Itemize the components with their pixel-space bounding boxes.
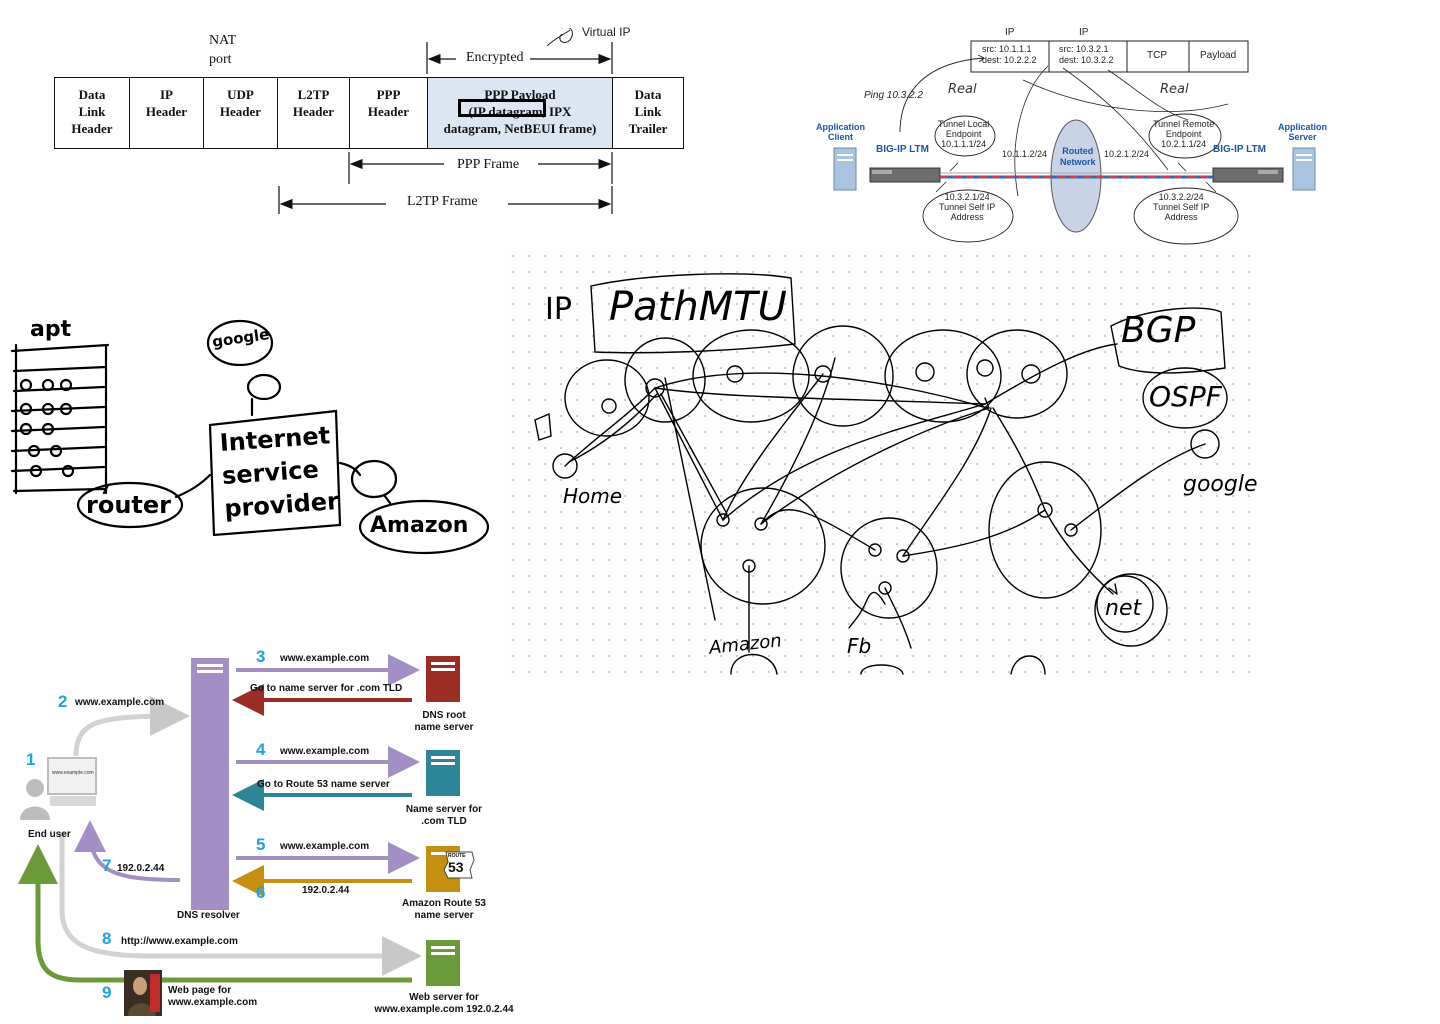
step-2-text: www.example.com bbox=[75, 697, 165, 708]
step-3-number: 3 bbox=[256, 647, 266, 666]
packet-payload-cell: Payload bbox=[1200, 50, 1237, 61]
port-label: port bbox=[209, 52, 232, 67]
tld-server-label: Name server for.com TLD bbox=[405, 804, 483, 827]
l2tp-arrows bbox=[278, 28, 613, 214]
l2tp-frame-label: L2TP Frame bbox=[404, 194, 481, 210]
ping-curve bbox=[899, 57, 985, 133]
step-4-number: 4 bbox=[256, 740, 266, 759]
fb-label: Fb bbox=[847, 634, 872, 658]
google-node-label: google bbox=[1183, 472, 1258, 497]
step-6-text: 192.0.2.44 bbox=[302, 885, 350, 896]
end-user-label: End user bbox=[28, 829, 71, 840]
isp-sketch-strokes bbox=[10, 319, 490, 555]
bigip-graphics bbox=[833, 40, 1316, 245]
pathmtu-label: PathMTU bbox=[609, 284, 787, 330]
arrow-step-7 bbox=[74, 820, 181, 882]
arrow-step-2 bbox=[73, 696, 190, 757]
step-8-text: http://www.example.com bbox=[121, 936, 238, 947]
encrypted-label: Encrypted bbox=[464, 50, 526, 66]
root-reply-text: Go to name server for .com TLD bbox=[250, 683, 403, 694]
ltm-right-label: BIG-IP LTM bbox=[1213, 144, 1266, 155]
ospf-label: OSPF bbox=[1149, 380, 1222, 413]
dns-resolver-column bbox=[191, 658, 229, 910]
virtual-ip-scribble bbox=[546, 28, 573, 47]
nat-label: NAT bbox=[209, 33, 237, 48]
pathmtu-sketch: IP PathMTU BGP OSPF Home google Amazon F… bbox=[505, 248, 1258, 678]
amazon-label: Amazon bbox=[370, 513, 469, 538]
arrow-step-9 bbox=[17, 844, 412, 983]
route53-badge bbox=[443, 851, 475, 879]
handwritten-note-right: Real bbox=[1160, 82, 1189, 97]
net-label: net bbox=[1105, 596, 1142, 621]
step-7-text: 192.0.2.44 bbox=[117, 863, 165, 874]
addr-left-label: 10.1.1.2/24 bbox=[1002, 149, 1048, 159]
home-label: Home bbox=[563, 484, 623, 508]
dns-graphics bbox=[17, 654, 475, 1016]
dns-resolution-diagram: 1 2 www.example.com 3 www.example.com Go… bbox=[0, 640, 540, 1024]
route53-badge-top: ROUTE bbox=[448, 853, 466, 859]
monitor-screen-text: www.example.com bbox=[52, 770, 94, 776]
packet-ip-header-2: IP bbox=[1079, 27, 1089, 38]
ppp-frame-label: PPP Frame bbox=[454, 157, 523, 173]
addr-right-label: 10.2.1.2/24 bbox=[1104, 149, 1150, 159]
ltm-left-label: BIG-IP LTM bbox=[876, 144, 929, 155]
step-1-number: 1 bbox=[26, 750, 36, 769]
ping-label: Ping 10.3.2.2 bbox=[864, 90, 923, 101]
end-user-body bbox=[20, 806, 50, 820]
apt-label: apt bbox=[30, 317, 72, 342]
step-2-number: 2 bbox=[58, 692, 68, 711]
step-9-number: 9 bbox=[102, 983, 112, 1002]
bgp-label: BGP bbox=[1121, 310, 1196, 351]
end-user-monitor bbox=[47, 757, 97, 795]
virtual-ip-label: Virtual IP bbox=[582, 25, 631, 39]
step-5-text: www.example.com bbox=[280, 841, 370, 852]
ip-datagram-highlight-box bbox=[458, 99, 546, 117]
dns-resolver-label: DNS resolver bbox=[177, 910, 240, 921]
arrow-step-8 bbox=[59, 832, 422, 976]
router-label: router bbox=[86, 491, 171, 519]
handwritten-note-left: Real bbox=[948, 82, 977, 97]
client-server-icon bbox=[833, 147, 857, 191]
step-8-number: 8 bbox=[102, 929, 112, 948]
step-7-number: 7 bbox=[102, 856, 112, 875]
packet-ip-header-1: IP bbox=[1005, 27, 1015, 38]
pathmtu-strokes bbox=[534, 273, 1228, 675]
packet-tcp-cell: TCP bbox=[1147, 50, 1167, 61]
step-5-number: 5 bbox=[256, 835, 266, 854]
end-user-head bbox=[26, 779, 44, 797]
step-6-number: 6 bbox=[256, 883, 266, 902]
route53-badge-number: 53 bbox=[448, 859, 464, 875]
app-server-icon bbox=[1292, 147, 1316, 191]
step-3-text: www.example.com bbox=[280, 653, 370, 664]
step-4-text: www.example.com bbox=[280, 746, 370, 757]
ppp-payload-cell: PPP Payload (IP datagram, IPX datagram, … bbox=[427, 77, 612, 149]
tld-reply-text: Go to Route 53 name server bbox=[257, 779, 390, 790]
ip-label: IP bbox=[545, 292, 572, 327]
